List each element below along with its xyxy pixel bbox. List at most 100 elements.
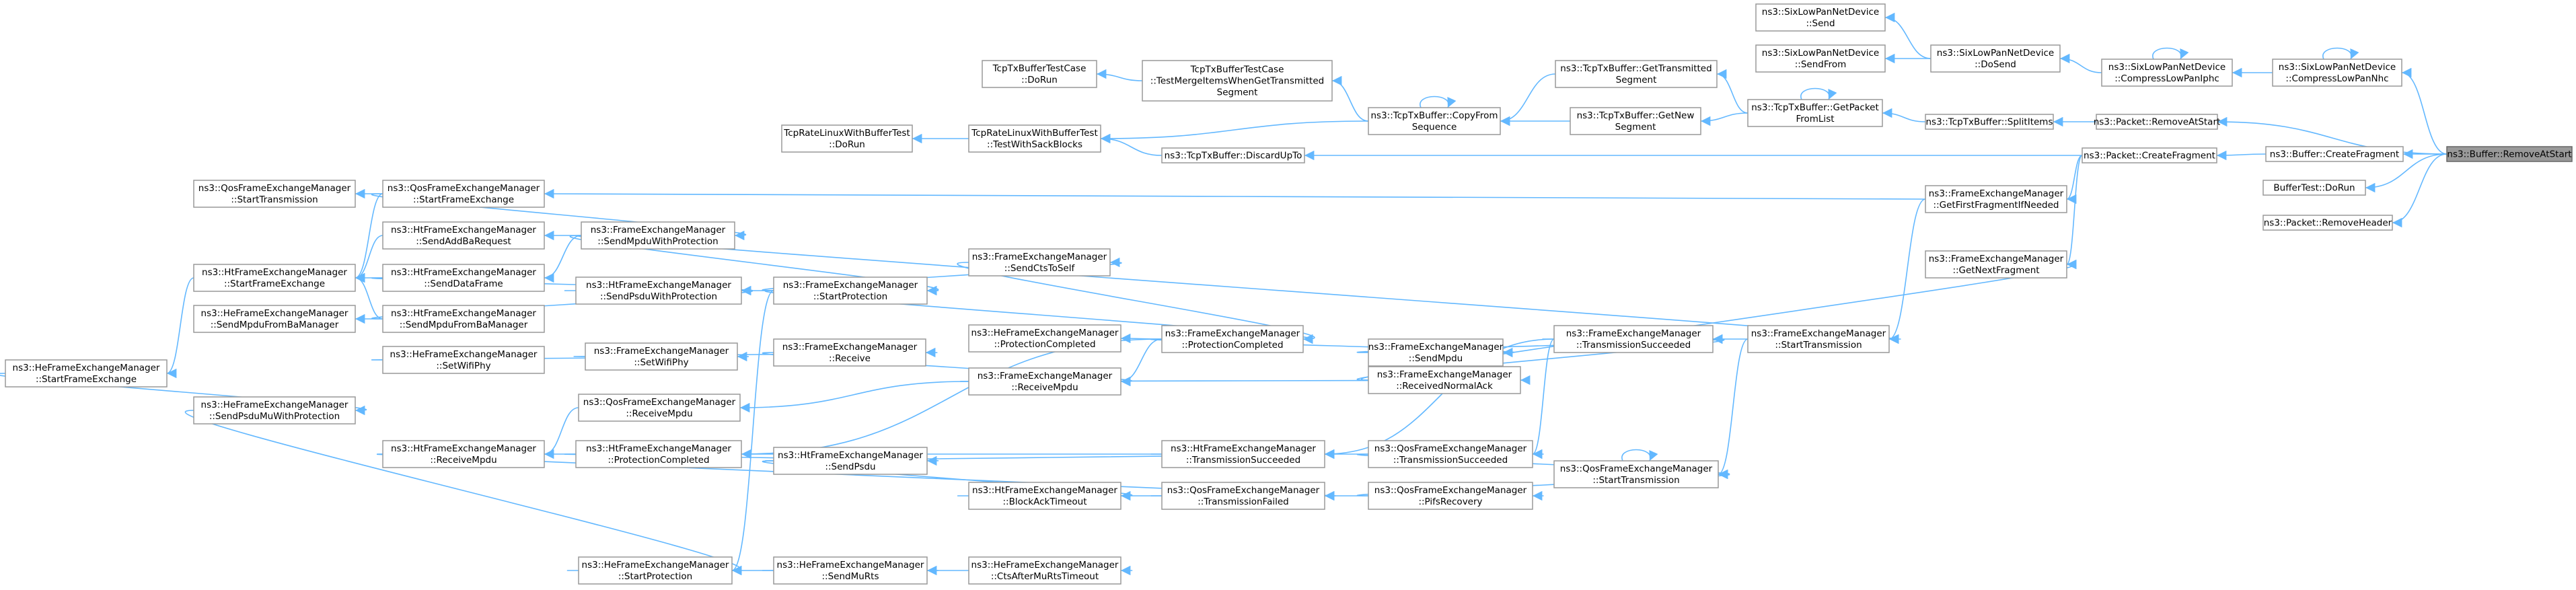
node-fem-protection-completed[interactable]: ns3::FrameExchangeManager::ProtectionCom… [1161, 325, 1304, 353]
node-get-first-fragment[interactable]: ns3::FrameExchangeManager::GetFirstFragm… [1925, 185, 2067, 213]
node-he-protection-completed[interactable]: ns3::HeFrameExchangeManager::ProtectionC… [968, 324, 1121, 353]
node-box [773, 338, 926, 367]
node-label-line: ::SendMuRts [821, 571, 879, 582]
node-label-line: ::ProtectionCompleted [994, 339, 1095, 350]
node-label-line: ns3::Packet::CreateFragment [2084, 151, 2215, 161]
call-edge-tx_test_case_dorun-to-merge_test_case [1096, 69, 1143, 81]
node-fem-send-mpdu-with-protection[interactable]: ns3::FrameExchangeManager::SendMpduWithP… [581, 221, 735, 250]
node-fem-start-protection[interactable]: ns3::FrameExchangeManager::StartProtecti… [773, 276, 928, 305]
call-edge-fem_receive_mpdu-to-fem_protection_completed [1120, 338, 1163, 387]
node-fem-set-wifi-phy[interactable]: ns3::FrameExchangeManager::SetWifiPhy [585, 342, 738, 371]
node-qos-transmission-failed[interactable]: ns3::QosFrameExchangeManager::Transmissi… [1161, 482, 1325, 510]
node-label-line: TcpRateLinuxWithBufferTest [783, 128, 910, 139]
node-label-line: ns3::SixLowPanNetDevice [1762, 7, 1879, 17]
node-he-send-mpdu-from-ba[interactable]: ns3::HeFrameExchangeManager::SendMpduFro… [193, 305, 356, 333]
node-he-cts-after-mu-rts-timeout[interactable]: ns3::HeFrameExchangeManager::CtsAfterMuR… [968, 556, 1121, 585]
node-box [382, 346, 545, 374]
node-box [193, 396, 356, 425]
node-ht-send-data-frame[interactable]: ns3::HtFrameExchangeManager::SendDataFra… [382, 264, 545, 292]
node-buffer-create-fragment[interactable]: ns3::Buffer::CreateFragment [2265, 146, 2404, 162]
node-qos-start-transmission[interactable]: ns3::QosFrameExchangeManager::StartTrans… [1553, 460, 1719, 488]
node-ht-send-psdu-with-protection[interactable]: ns3::HtFrameExchangeManager::SendPsduWit… [575, 276, 742, 305]
node-label-line: ::TransmissionSucceeded [1576, 340, 1691, 351]
node-packet-create-fragment[interactable]: ns3::Packet::CreateFragment [2082, 147, 2217, 163]
node-remove-at-start[interactable]: ns3::Buffer::RemoveAtStart [2446, 146, 2573, 162]
node-fem-start-transmission[interactable]: ns3::FrameExchangeManager::StartTransmis… [1747, 325, 1890, 353]
node-label-line: ns3::QosFrameExchangeManager [198, 183, 351, 194]
node-qos-transmission-succeeded[interactable]: ns3::QosFrameExchangeManager::Transmissi… [1368, 440, 1533, 468]
node-ht-start-frame-exchange[interactable]: ns3::HtFrameExchangeManager::StartFrameE… [193, 264, 356, 292]
node-label-line: ns3::HeFrameExchangeManager [582, 560, 729, 570]
node-ht-block-ack-timeout[interactable]: ns3::HtFrameExchangeManager::BlockAckTim… [968, 482, 1121, 510]
node-label-line: ns3::HeFrameExchangeManager [201, 308, 348, 319]
node-compress-iphc[interactable]: ns3::SixLowPanNetDevice::CompressLowPanI… [2101, 59, 2233, 87]
node-label-line: ns3::HtFrameExchangeManager [391, 225, 536, 235]
node-he-send-psdu-with-protection[interactable]: ns3::HeFrameExchangeManager::SendPsduMuW… [193, 396, 356, 425]
node-label-line: ::Send [1806, 18, 1835, 29]
node-label-line: ns3::HeFrameExchangeManager [971, 328, 1119, 338]
node-label-line: ns3::FrameExchangeManager [591, 225, 726, 235]
node-box [2101, 59, 2233, 87]
node-compress-lownhc[interactable]: ns3::SixLowPanNetDevice::CompressLowPanN… [2272, 59, 2402, 87]
node-tx-test-case-dorun[interactable]: TcpTxBufferTestCase::DoRun [982, 60, 1097, 88]
node-label-line: ns3::QosFrameExchangeManager [1374, 443, 1527, 454]
node-send[interactable]: ns3::SixLowPanNetDevice::Send [1755, 3, 1886, 32]
node-box [781, 124, 913, 153]
node-rate-linux-dorun[interactable]: TcpRateLinuxWithBufferTest::DoRun [781, 124, 913, 153]
node-ht-receive-mpdu[interactable]: ns3::HtFrameExchangeManager::ReceiveMpdu [382, 440, 545, 468]
node-label-line: ::GetNextFragment [1952, 265, 2039, 276]
node-ht-send-psdu[interactable]: ns3::HtFrameExchangeManager::SendPsdu [773, 447, 928, 475]
node-qos-receive-mpdu[interactable]: ns3::QosFrameExchangeManager::ReceiveMpd… [578, 394, 741, 422]
node-label-line: Segment [1615, 122, 1656, 133]
node-he-start-frame-exchange[interactable]: ns3::HeFrameExchangeManager::StartFrameE… [5, 359, 168, 388]
node-fem-receive-mpdu[interactable]: ns3::FrameExchangeManager::ReceiveMpdu [968, 367, 1121, 396]
node-qos-start-transmission-left[interactable]: ns3::QosFrameExchangeManager::StartTrans… [193, 180, 356, 208]
call-edge-he_start_protection-to-he_send_psdu_with_protection [184, 410, 742, 576]
node-qos-pifs-recovery[interactable]: ns3::QosFrameExchangeManager::PifsRecove… [1368, 482, 1533, 510]
node-fem-receive[interactable]: ns3::FrameExchangeManager::Receive [773, 338, 926, 367]
node-label-line: ::SendAddBaRequest [416, 236, 511, 247]
node-label-line: ns3::FrameExchangeManager [1929, 254, 2064, 264]
node-rate-linux-sack[interactable]: TcpRateLinuxWithBufferTest::TestWithSack… [968, 124, 1101, 153]
node-he-send-mu-rts[interactable]: ns3::HeFrameExchangeManager::SendMuRts [773, 556, 928, 585]
node-label-line: ns3::SixLowPanNetDevice [1937, 48, 2054, 59]
node-split-items[interactable]: ns3::TcpTxBuffer::SplitItems [1925, 114, 2054, 130]
call-edge-buffer_test_dorun-to-remove_at_start [2365, 153, 2448, 193]
node-box [968, 482, 1121, 510]
call-edge-qos_start_transmission-to-qos_start_transmission [1621, 449, 1658, 462]
node-ht-transmission-succeeded[interactable]: ns3::HtFrameExchangeManager::Transmissio… [1161, 440, 1325, 468]
node-fem-send-cts-to-self[interactable]: ns3::FrameExchangeManager::SendCtsToSelf [968, 248, 1111, 276]
node-label-line: ::CompressLowPanIphc [2114, 73, 2219, 84]
node-sendfrom[interactable]: ns3::SixLowPanNetDevice::SendFrom [1755, 44, 1886, 73]
node-label-line: ns3::QosFrameExchangeManager [1560, 464, 1713, 474]
node-fem-send-mpdu[interactable]: ns3::FrameExchangeManager::SendMpdu [1368, 338, 1504, 367]
call-edge-rate_linux_sack-to-copy_from_sequence [1100, 120, 1369, 144]
node-box [2265, 146, 2404, 162]
node-ht-send-mpdu-from-ba[interactable]: ns3::HtFrameExchangeManager::SendMpduFro… [382, 305, 545, 333]
node-box [2262, 180, 2366, 196]
node-fem-transmission-succeeded[interactable]: ns3::FrameExchangeManager::TransmissionS… [1553, 325, 1714, 353]
node-buffer-test-dorun[interactable]: BufferTest::DoRun [2262, 180, 2366, 196]
node-get-next-fragment[interactable]: ns3::FrameExchangeManager::GetNextFragme… [1925, 250, 2067, 279]
node-packet-remove-header[interactable]: ns3::Packet::RemoveHeader [2262, 215, 2393, 231]
node-label-line: ::StartProtection [618, 571, 692, 582]
node-box [382, 221, 545, 250]
node-dosend[interactable]: ns3::SixLowPanNetDevice::DoSend [1930, 44, 2061, 73]
node-qos-start-frame-exchange[interactable]: ns3::QosFrameExchangeManager::StartFrame… [382, 180, 545, 208]
node-ht-protection-completed[interactable]: ns3::HtFrameExchangeManager::ProtectionC… [575, 440, 742, 468]
node-pkt-remove-at-start[interactable]: ns3::Packet::RemoveAtStart [2094, 114, 2221, 130]
node-he-set-wifi-phy[interactable]: ns3::HeFrameExchangeManager::SetWifiPhy [382, 346, 545, 374]
node-discard-up-to[interactable]: ns3::TcpTxBuffer::DiscardUpTo [1161, 147, 1305, 163]
node-label-line: ns3::SixLowPanNetDevice [2279, 62, 2396, 73]
node-box [773, 447, 928, 475]
node-he-start-protection[interactable]: ns3::HeFrameExchangeManager::StartProtec… [578, 556, 733, 585]
node-fem-received-normal-ack[interactable]: ns3::FrameExchangeManager::ReceivedNorma… [1368, 366, 1521, 394]
call-edge-dosend-to-compress_iphc [2059, 53, 2102, 73]
node-ht-send-add-ba[interactable]: ns3::HtFrameExchangeManager::SendAddBaRe… [382, 221, 545, 250]
node-merge-test-case[interactable]: TcpTxBufferTestCase::TestMergeItemsWhenG… [1142, 60, 1333, 102]
call-edge-ht_start_frame_exchange-to-ht_send_mpdu_from_ba [355, 272, 383, 320]
